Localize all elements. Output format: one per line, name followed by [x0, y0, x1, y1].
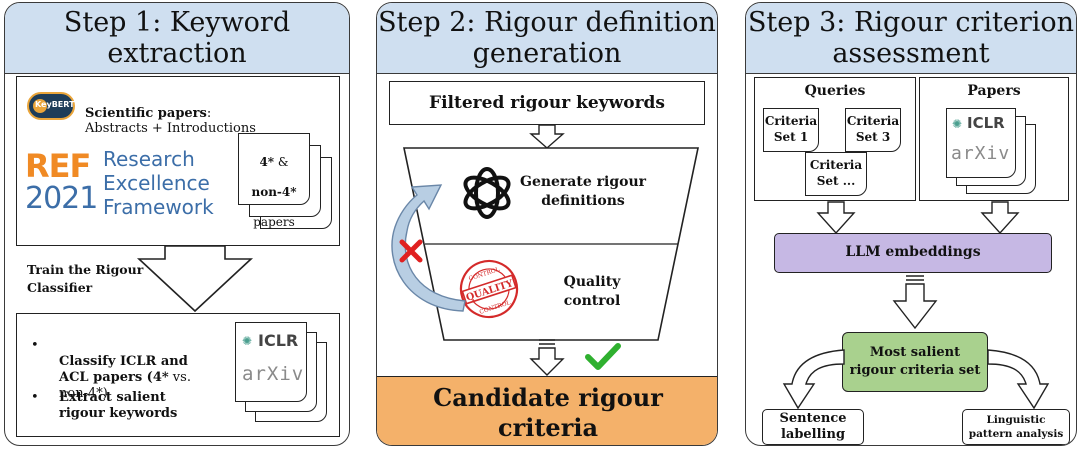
- salient-criteria-box: Most salient rigour criteria set: [842, 332, 988, 392]
- arxiv-logo-text: arXiv: [242, 363, 305, 385]
- generate-definitions-label: Generate rigour definitions: [519, 174, 647, 209]
- paper-doc-front: 4* & non-4* papers: [238, 133, 310, 229]
- candidate-criteria-box: Candidate rigour criteria: [377, 376, 717, 445]
- step2-header: Step 2: Rigour definition generation: [377, 3, 717, 74]
- queries-box: Queries Criteria Set 1 Criteria Set 3 Cr…: [754, 77, 916, 201]
- venue-doc-front: ✺ ICLR arXiv: [235, 322, 307, 402]
- bullet-1-text: Classify ICLR and ACL papers (4* vs. non…: [59, 354, 191, 401]
- queries-to-llm-arrow: [816, 201, 856, 235]
- filtered-keywords-label: Filtered rigour keywords: [429, 93, 665, 113]
- criteria-set-n-doc: Criteria Set ...: [805, 152, 867, 196]
- papers-4star: 4*: [259, 155, 275, 169]
- bullet-1: •: [31, 338, 39, 353]
- linguistic-analysis-label: Linguistic pattern analysis: [968, 414, 1064, 440]
- sentence-labelling-box: Sentence labelling: [762, 409, 864, 445]
- filtered-down-arrow: [529, 124, 565, 149]
- papers-box: Papers ✺ ICLR arXiv: [919, 77, 1069, 201]
- step3-header: Step 3: Rigour criterion assessment: [746, 3, 1076, 74]
- to-sentence-arrow: [782, 349, 845, 410]
- reject-x-icon: [399, 239, 423, 263]
- llm-embeddings-box: LLM embeddings: [774, 233, 1052, 273]
- ref-logo-line2: Excellence: [103, 171, 210, 195]
- step1-panel: Step 1: Keyword extraction KeyBERT Scien…: [4, 2, 350, 446]
- iclr-logo-text: ICLR: [258, 331, 299, 350]
- papers-amp: &: [274, 155, 289, 169]
- llm-embeddings-label: LLM embeddings: [845, 244, 981, 260]
- step2-panel: Step 2: Rigour definition generation Fil…: [376, 2, 718, 446]
- criteria-set-1-label: Criteria Set 1: [764, 114, 818, 144]
- papers-to-llm-arrow: [980, 201, 1020, 235]
- papers-non4: non-4*: [251, 185, 297, 199]
- train-classifier-label: Train the Rigour Classifier: [27, 262, 144, 295]
- step3-title: Step 3: Rigour criterion assessment: [747, 7, 1075, 69]
- step1-title: Step 1: Keyword extraction: [63, 7, 291, 69]
- criteria-set-1-doc: Criteria Set 1: [763, 108, 819, 152]
- candidate-criteria-label: Candidate rigour criteria: [433, 383, 663, 442]
- keybert-logo-text: KeyBERT: [35, 100, 75, 109]
- quality-control-label: Quality control: [563, 274, 621, 309]
- to-linguistic-arrow: [987, 349, 1050, 410]
- arxiv-logo-text-2: arXiv: [951, 143, 1011, 164]
- iclr-icon-2: ✺: [952, 117, 963, 131]
- sci-papers-rest: : Abstracts + Introductions: [85, 106, 256, 136]
- ref-logo-line3: Framework: [103, 195, 214, 219]
- feedback-loop-arrow: [391, 184, 466, 312]
- sci-papers-bold: Scientific papers: [85, 106, 207, 121]
- bullet-2-text: Extract salient rigour keywords: [59, 390, 178, 421]
- papers-doc-front: ✺ ICLR arXiv: [946, 108, 1016, 178]
- train-arrow: [136, 245, 254, 313]
- sentence-labelling-label: Sentence labelling: [779, 411, 847, 442]
- step1-header: Step 1: Keyword extraction: [5, 3, 349, 74]
- quality-control-stamp-icon: QUALITY CONTROL CONTROL: [459, 259, 519, 319]
- iclr-icon: ✺: [242, 334, 253, 348]
- accept-check-icon: [585, 343, 621, 370]
- ref-logo-year: 2021: [25, 181, 98, 216]
- filtered-keywords-box: Filtered rigour keywords: [389, 81, 705, 125]
- salient-criteria-label: Most salient rigour criteria set: [849, 345, 981, 378]
- criteria-set-n-label: Criteria Set ...: [809, 158, 863, 188]
- linguistic-analysis-box: Linguistic pattern analysis: [962, 409, 1070, 445]
- llm-to-salient-arrow: [892, 275, 938, 330]
- criteria-set-3-label: Criteria Set 3: [846, 114, 900, 144]
- sci-papers-text: Scientific papers: Abstracts + Introduct…: [85, 91, 256, 136]
- keybert-logo: KeyBERT: [27, 92, 75, 120]
- paper-doc-label: 4* & non-4* papers: [239, 140, 309, 230]
- iclr-logo-text-2: ICLR: [967, 114, 1005, 132]
- data-sources-box: KeyBERT Scientific papers: Abstracts + I…: [16, 76, 340, 246]
- papers-label: Papers: [967, 83, 1021, 99]
- queries-label: Queries: [804, 83, 866, 99]
- bullet-2: •: [31, 390, 39, 405]
- ref-logo-line1: Research: [103, 147, 195, 171]
- papers-word: papers: [253, 215, 295, 229]
- ref2021-logo: REF 2021 Research Excellence Framework: [25, 145, 225, 219]
- step2-title: Step 2: Rigour definition generation: [378, 7, 716, 69]
- step3-panel: Step 3: Rigour criterion assessment Quer…: [745, 2, 1077, 446]
- ref-logo-ref: REF: [25, 147, 91, 185]
- candidate-down-arrow: [529, 339, 565, 376]
- openai-icon: [463, 167, 511, 219]
- criteria-set-3-doc: Criteria Set 3: [845, 108, 901, 152]
- classify-box: • Classify ICLR and ACL papers (4* vs. n…: [16, 313, 340, 437]
